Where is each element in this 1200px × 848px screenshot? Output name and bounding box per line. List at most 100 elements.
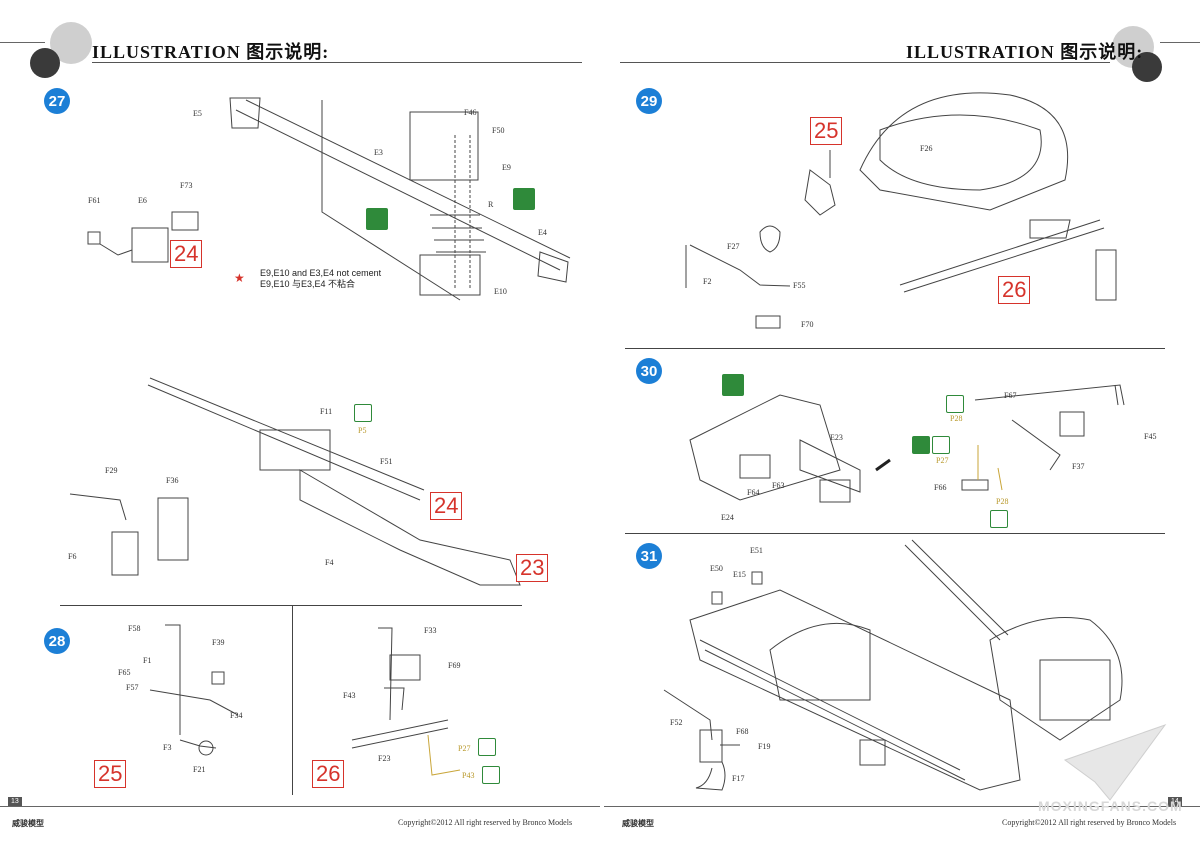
note-cement-zh: E9,E10 与E3,E4 不粘合 [260,279,356,289]
footer-rule-left [0,806,600,807]
label-F58: F58 [128,624,141,633]
header-title-left: ILLUSTRATION 图示说明: [92,42,330,62]
paint-icon-p28a [946,395,964,413]
paint-icon-p5 [354,404,372,422]
label-F73: F73 [180,181,193,190]
page-number-right: 14 [1168,797,1182,806]
label-F43: F43 [343,691,356,700]
label-E5: E5 [193,109,202,118]
label-E10: E10 [494,287,507,296]
label-F45: F45 [1144,432,1157,441]
label-F1: F1 [143,656,152,665]
ref-box-23: 23 [516,554,549,582]
label-E3: E3 [374,148,383,157]
label-F2: F2 [703,277,712,286]
label-F65: F65 [118,668,131,677]
label-F50: F50 [492,126,505,135]
label-F66: F66 [934,483,947,492]
step-27-marker: 27 [44,88,70,114]
paint-icon-p27-step28 [478,738,496,756]
label-F52: F52 [670,718,683,727]
label-F27-step29: F27 [727,242,740,251]
label-F33: F33 [424,626,437,635]
page-number-left: 13 [8,797,22,806]
label-P28-bottom: P28 [996,497,1009,506]
header-title-right: ILLUSTRATION 图示说明: [906,42,1144,62]
label-F34: F34 [230,711,243,720]
label-E15: E15 [733,570,746,579]
arrow-down-icon [912,436,930,454]
step-28-marker: 28 [44,628,70,654]
ref-box-26-step29: 26 [998,276,1031,304]
label-F37: F37 [1072,462,1085,471]
label-P28-top: P28 [950,414,963,423]
label-E4: E4 [538,228,547,237]
label-E51: E51 [750,546,763,555]
label-F17: F17 [732,774,745,783]
footer-rule-right [604,806,1200,807]
paint-icon-p27-step30 [932,436,950,454]
divider-left-vertical [292,605,293,795]
header-underline-right [620,62,1110,63]
label-F61: F61 [88,196,101,205]
label-P27-step30: P27 [936,456,949,465]
label-E23: E23 [830,433,843,442]
header-underline-left [92,62,582,63]
label-F21: F21 [193,765,206,774]
footer-brand-left: 威骏模型 [12,819,44,828]
label-F55: F55 [793,281,806,290]
label-F6: F6 [68,552,77,561]
label-R: R [488,200,494,209]
footer-copyright-right: Copyright©2012 All right reserved by Bro… [1002,818,1177,827]
footer-brand-right: 威骏模型 [622,819,654,828]
label-F23: F23 [378,754,391,763]
watermark-text: MOXINGFANS.COM [1038,798,1183,814]
label-F51: F51 [380,457,393,466]
divider-right-1 [625,348,1165,349]
note-cement-en: E9,E10 and E3,E4 not cement [260,268,382,278]
note-star-icon: ★ [234,271,245,285]
label-F57: F57 [126,683,139,692]
label-E6: E6 [138,196,147,205]
label-F26: F26 [920,144,933,153]
no-glue-icon-3 [722,374,744,396]
step-30-marker: 30 [636,358,662,384]
header-rule-left [0,42,45,43]
divider-left-bottom [60,605,522,606]
paint-icon-p28b [990,510,1008,528]
label-P5: P5 [358,426,367,435]
ref-box-24-step27: 24 [170,240,203,268]
label-E24: E24 [721,513,734,522]
footer-copyright-left: Copyright©2012 All right reserved by Bro… [398,818,573,827]
label-F64: F64 [747,488,760,497]
header-rule-right [1160,42,1200,43]
label-F29: F29 [105,466,118,475]
label-F69: F69 [448,661,461,670]
label-F67: F67 [1004,391,1017,400]
ref-box-24-lower: 24 [430,492,463,520]
label-E50: E50 [710,564,723,573]
label-F70: F70 [801,320,814,329]
label-F63: F63 [772,481,785,490]
label-F3: F3 [163,743,172,752]
ref-box-25-step29: 25 [810,117,843,145]
label-F4: F4 [325,558,334,567]
label-F19: F19 [758,742,771,751]
divider-right-2 [625,533,1165,534]
label-F39: F39 [212,638,225,647]
ref-box-26-step28: 26 [312,760,345,788]
no-glue-icon-1 [366,208,388,230]
label-F68: F68 [736,727,749,736]
label-P27-step28: P27 [458,744,471,753]
ref-box-25-step28: 25 [94,760,127,788]
step-29-marker: 29 [636,88,662,114]
label-P43: P43 [462,771,475,780]
header-decor-circle-left-dark [30,48,60,78]
label-E9: E9 [502,163,511,172]
header-decor-circle-right-dark [1132,52,1162,82]
label-F36: F36 [166,476,179,485]
no-glue-icon-2 [513,188,535,210]
step-31-marker: 31 [636,543,662,569]
label-F11: F11 [320,407,333,416]
